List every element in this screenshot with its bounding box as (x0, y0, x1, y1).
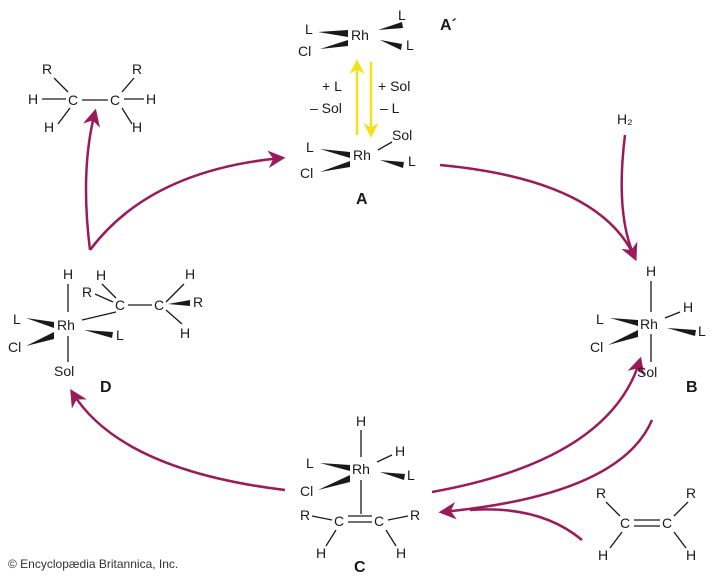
arrow-d-to-a (89, 150, 286, 251)
label-a-prime: A´ (440, 17, 457, 34)
label-a: A (356, 191, 368, 208)
svg-text:L: L (116, 327, 124, 343)
svg-text:C: C (115, 297, 125, 313)
svg-text:C: C (154, 297, 164, 313)
svg-text:Sol: Sol (54, 363, 74, 379)
svg-text:L: L (407, 467, 415, 483)
svg-text:Sol: Sol (392, 127, 412, 143)
svg-text:R: R (82, 284, 92, 300)
svg-text:L: L (13, 311, 21, 327)
svg-text:H: H (686, 547, 696, 563)
svg-text:H: H (185, 266, 195, 282)
complex-c: H L Rh H L Cl R C C R H H C (300, 413, 420, 576)
svg-text:L: L (306, 455, 314, 471)
svg-text:H: H (28, 91, 38, 107)
svg-text:Rh: Rh (57, 317, 75, 333)
svg-text:L: L (596, 311, 604, 327)
svg-text:H: H (598, 547, 608, 563)
svg-text:H₂: H₂ (617, 111, 633, 127)
svg-text:H: H (96, 267, 106, 283)
svg-text:Rh: Rh (352, 461, 370, 477)
arrow-b-to-c (438, 419, 654, 520)
svg-text:L: L (398, 7, 406, 23)
arrow-c-to-d (70, 389, 286, 492)
svg-text:+ Sol: + Sol (378, 78, 410, 94)
arrow-a-to-b (439, 163, 638, 262)
svg-text:– Sol: – Sol (310, 100, 342, 116)
svg-text:H: H (396, 545, 406, 561)
svg-text:R: R (596, 485, 606, 501)
svg-text:R: R (193, 294, 203, 310)
svg-text:L: L (408, 153, 416, 169)
svg-text:H: H (180, 325, 190, 341)
svg-text:H: H (683, 299, 693, 315)
svg-text:R: R (300, 507, 310, 523)
complex-a-prime: L Rh L Cl L A´ (298, 7, 457, 59)
svg-text:H: H (132, 119, 142, 135)
svg-text:– L: – L (380, 100, 400, 116)
svg-text:H: H (646, 263, 656, 279)
complex-a: L Rh Sol Cl L A (300, 127, 416, 208)
arrow-c-to-b (431, 356, 645, 494)
svg-text:C: C (334, 513, 344, 529)
substrate-alkene: R C C R H H (596, 485, 696, 563)
svg-text:C: C (620, 515, 630, 531)
svg-text:Sol: Sol (637, 364, 657, 380)
equilibrium-arrows (349, 59, 379, 138)
arrow-d-to-alkane (83, 108, 100, 251)
svg-text:Rh: Rh (640, 316, 658, 332)
svg-text:C: C (662, 515, 672, 531)
svg-text:R: R (686, 485, 696, 501)
complex-b: H L Rh H L Cl Sol B (590, 263, 706, 396)
label-b: B (686, 379, 698, 396)
credit-text: © Encyclopædia Britannica, Inc. (8, 557, 178, 571)
svg-text:C: C (68, 92, 78, 108)
svg-text:Cl: Cl (300, 483, 313, 499)
label-d: D (100, 379, 112, 396)
svg-text:Cl: Cl (8, 339, 21, 355)
svg-text:+ L: + L (322, 78, 342, 94)
svg-text:L: L (305, 21, 313, 37)
arrow-alkene-in (469, 508, 583, 541)
product-alkane: R H C H C R H H (28, 61, 156, 135)
svg-text:L: L (698, 323, 706, 339)
svg-text:C: C (110, 92, 120, 108)
svg-text:R: R (42, 61, 52, 77)
svg-text:H: H (395, 443, 405, 459)
svg-text:R: R (410, 507, 420, 523)
svg-text:H: H (44, 119, 54, 135)
svg-text:H: H (146, 91, 156, 107)
svg-text:L: L (406, 37, 414, 53)
svg-text:Cl: Cl (300, 165, 313, 181)
svg-text:Rh: Rh (353, 147, 371, 163)
svg-text:Cl: Cl (298, 43, 311, 59)
svg-text:Cl: Cl (590, 339, 603, 355)
svg-text:Rh: Rh (351, 27, 369, 43)
equilibrium-labels: + L – Sol + Sol – L (310, 78, 410, 116)
svg-text:H: H (63, 266, 73, 282)
label-c: C (354, 559, 366, 576)
svg-text:H: H (356, 413, 366, 429)
svg-text:H: H (316, 545, 326, 561)
complex-d: H H H R C C R H L Rh L Cl Sol D (8, 266, 203, 396)
cycle-arrows (70, 108, 654, 541)
reagent-h2: H₂ (617, 111, 633, 127)
svg-text:C: C (374, 513, 384, 529)
arrow-h2-in (620, 134, 637, 259)
svg-text:L: L (306, 139, 314, 155)
svg-text:R: R (132, 61, 142, 77)
